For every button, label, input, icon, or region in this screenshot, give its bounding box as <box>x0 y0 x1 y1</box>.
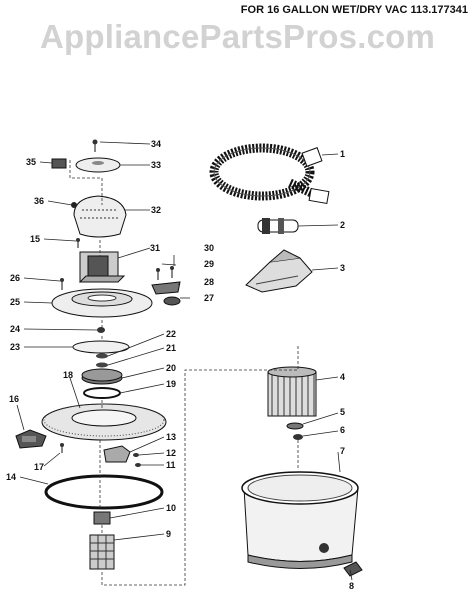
part-cartridge-filter-4[interactable] <box>267 366 317 417</box>
callout-14: 14 <box>6 472 16 482</box>
callout-7: 7 <box>340 446 345 456</box>
leader-lines <box>16 141 353 581</box>
callout-21: 21 <box>166 343 176 353</box>
callout-5: 5 <box>340 407 345 417</box>
callout-16: 16 <box>9 394 19 404</box>
callout-32: 32 <box>151 205 161 215</box>
part-nut-6[interactable] <box>293 434 303 440</box>
callout-26: 26 <box>10 273 20 283</box>
part-float-cage-9[interactable] <box>89 534 115 570</box>
callout-24: 24 <box>10 324 20 334</box>
callout-19: 19 <box>166 379 176 389</box>
callout-33: 33 <box>151 160 161 170</box>
callout-17: 17 <box>34 462 44 472</box>
callout-25: 25 <box>10 297 20 307</box>
part-connector[interactable] <box>257 218 299 234</box>
part-retainer-10[interactable] <box>93 511 111 525</box>
callout-22: 22 <box>166 329 176 339</box>
callout-6: 6 <box>340 425 345 435</box>
part-retainer-5[interactable] <box>286 422 304 430</box>
callout-4: 4 <box>340 372 345 382</box>
part-motor-31[interactable] <box>78 251 126 283</box>
callout-12: 12 <box>166 448 176 458</box>
part-washer-27[interactable] <box>163 296 181 306</box>
part-latch-16[interactable] <box>15 429 47 449</box>
callout-2: 2 <box>340 220 345 230</box>
part-spacer-22[interactable] <box>96 353 108 359</box>
part-floor-nozzle[interactable] <box>245 249 313 293</box>
callout-10: 10 <box>166 503 176 513</box>
watermark: AppliancePartsPros.com <box>40 18 436 55</box>
part-housing-18[interactable] <box>41 403 167 441</box>
part-screw-26[interactable] <box>60 278 64 290</box>
part-nut-24[interactable] <box>97 327 105 333</box>
callout-1: 1 <box>340 149 345 159</box>
callout-35: 35 <box>26 157 36 167</box>
part-spacer-21[interactable] <box>96 362 108 368</box>
part-screw-34[interactable] <box>92 139 98 153</box>
part-lid-25[interactable] <box>51 288 153 318</box>
callout-20: 20 <box>166 363 176 373</box>
part-hose[interactable] <box>209 143 330 205</box>
callout-27: 27 <box>204 293 214 303</box>
diagram-title: FOR 16 GALLON WET/DRY VAC 113.177341 <box>240 4 468 16</box>
callout-9: 9 <box>166 529 171 539</box>
part-ring-19[interactable] <box>83 387 121 399</box>
dashed-guide <box>101 345 299 586</box>
callout-28: 28 <box>204 277 214 287</box>
part-tank-7[interactable] <box>241 471 359 569</box>
callout-8: 8 <box>349 581 354 591</box>
callout-23: 23 <box>10 342 20 352</box>
callout-18: 18 <box>63 370 73 380</box>
part-cap-33[interactable] <box>75 157 121 173</box>
part-screws-29-30[interactable] <box>156 266 174 280</box>
callout-29: 29 <box>204 259 214 269</box>
part-motor-cover-32[interactable] <box>71 195 127 238</box>
part-screw-17[interactable] <box>60 443 64 453</box>
part-switch-35[interactable] <box>51 158 67 169</box>
part-float-13[interactable] <box>103 445 131 463</box>
part-drain-plug-8[interactable] <box>343 561 363 577</box>
callout-15: 15 <box>30 234 40 244</box>
part-bracket-28[interactable] <box>151 281 181 295</box>
part-impeller-20[interactable] <box>81 368 123 385</box>
callout-30: 30 <box>204 243 214 253</box>
callout-36: 36 <box>34 196 44 206</box>
callout-labels: 1 2 3 4 5 6 7 8 9 10 11 12 13 14 15 16 1… <box>6 139 354 591</box>
callout-31: 31 <box>150 243 160 253</box>
part-gasket-14[interactable] <box>44 474 164 510</box>
part-washer-12[interactable] <box>133 453 139 457</box>
callout-3: 3 <box>340 263 345 273</box>
callout-11: 11 <box>166 460 176 470</box>
part-washer-11[interactable] <box>135 463 141 467</box>
callout-13: 13 <box>166 432 176 442</box>
part-screw-15[interactable] <box>76 238 80 248</box>
callout-34: 34 <box>151 139 161 149</box>
